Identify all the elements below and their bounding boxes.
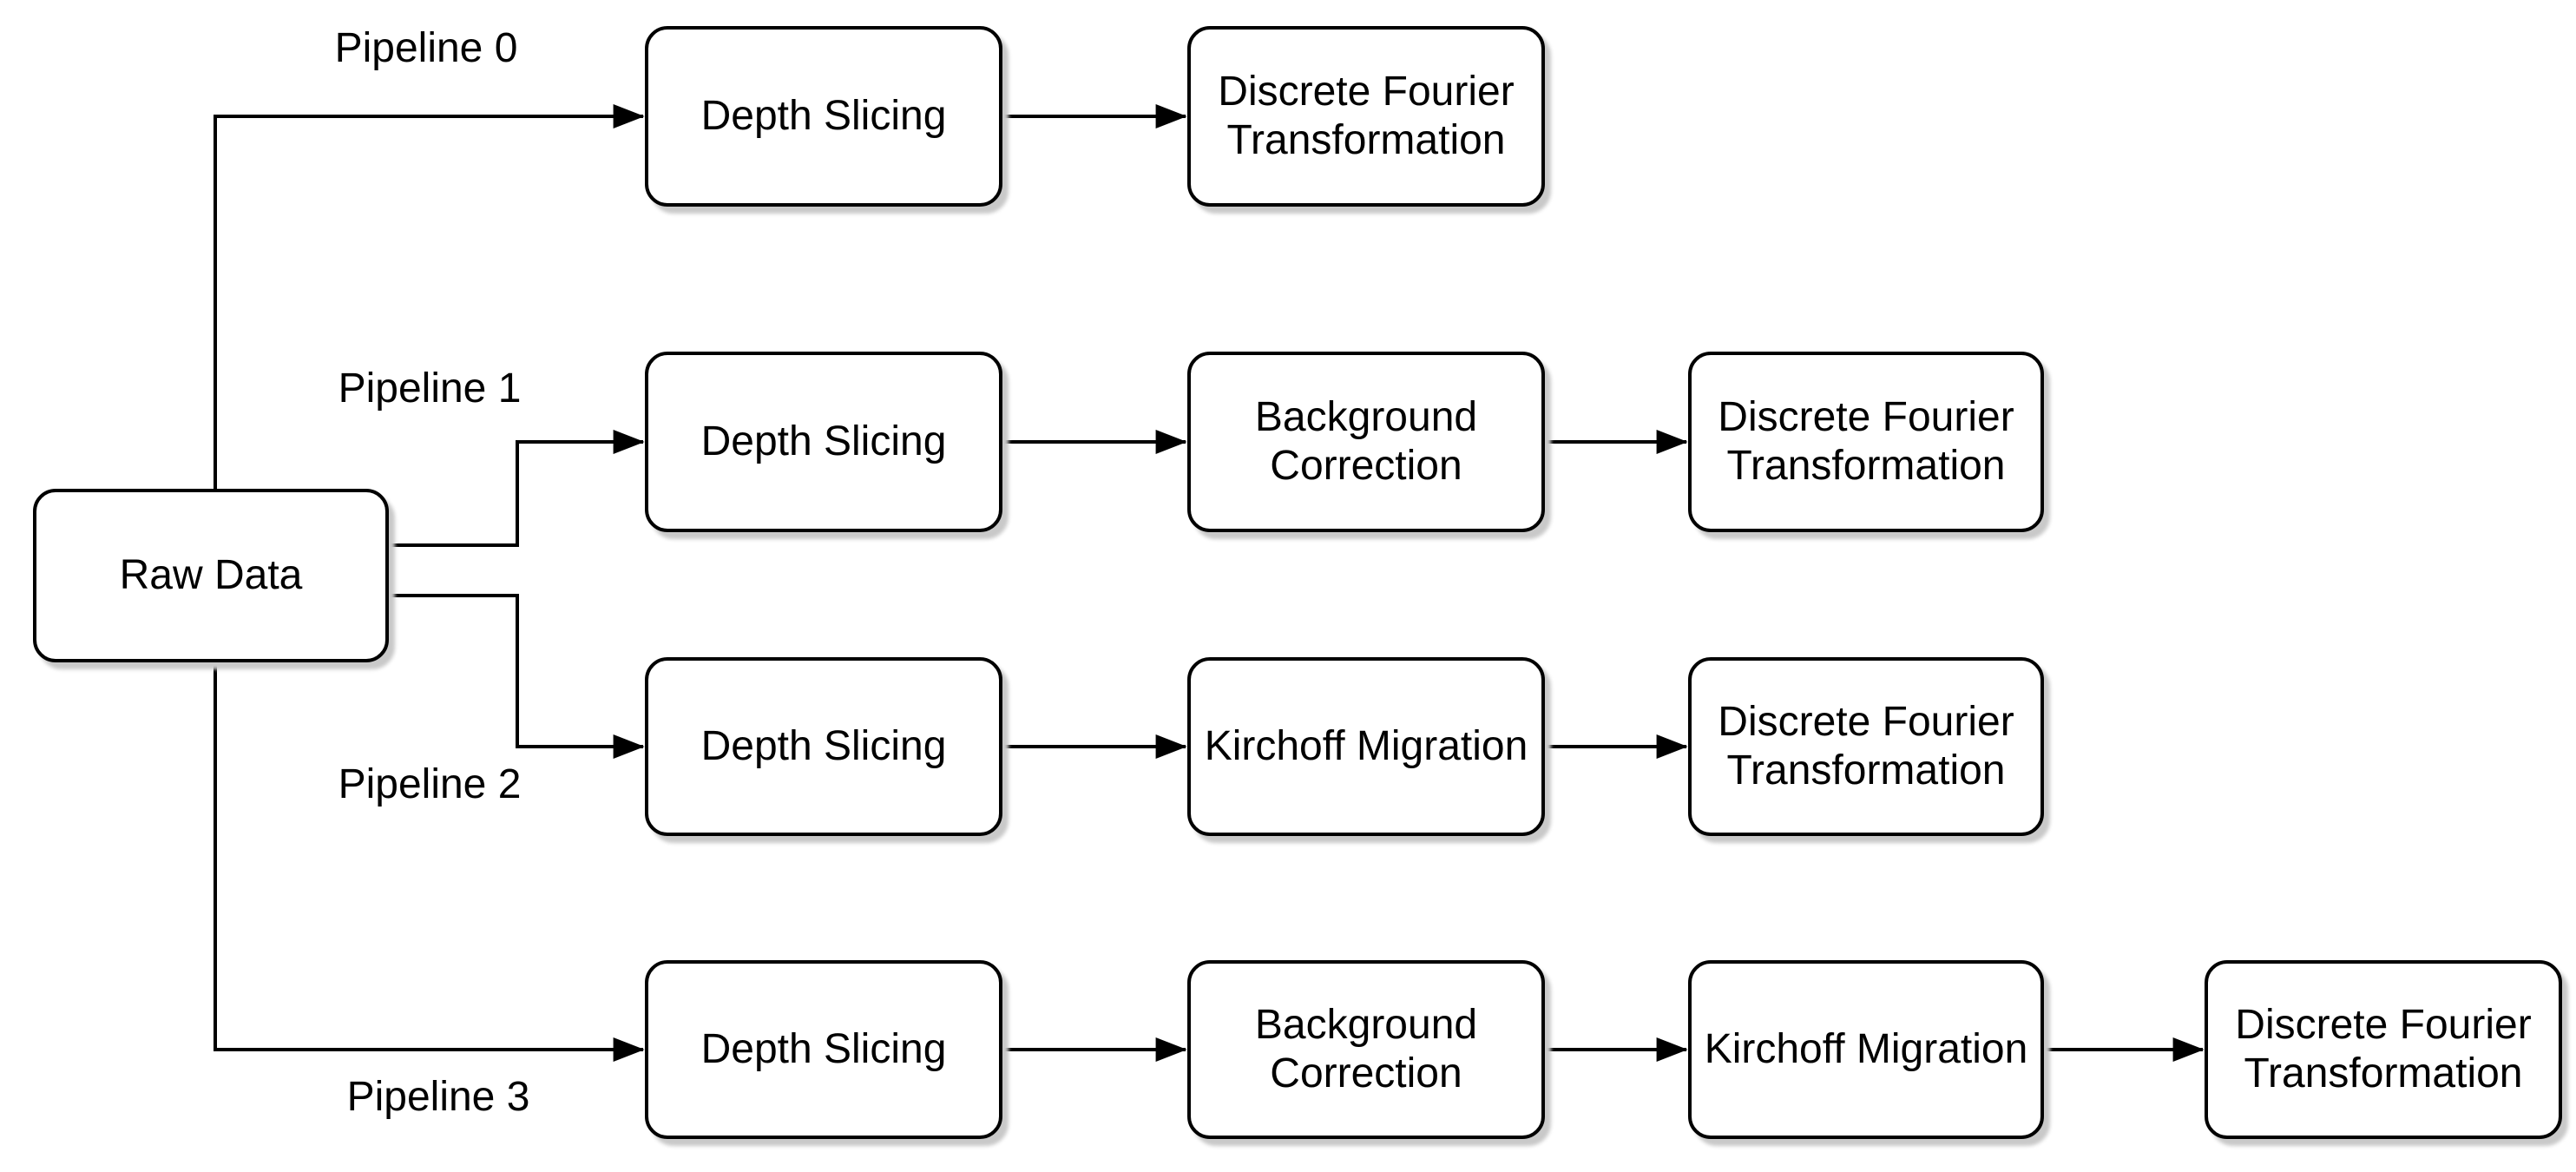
- pipeline-1-label: Pipeline 1: [338, 365, 522, 412]
- node-p0-discrete-fourier-transformation: Discrete Fourier Transformation: [1187, 26, 1545, 207]
- node-p3-background-correction: Background Correction: [1187, 960, 1545, 1139]
- node-p3-kirchoff-migration: Kirchoff Migration: [1688, 960, 2044, 1139]
- edge-rawdata-to-p3-depth-slicing: [214, 662, 645, 1062]
- node-p1-background-correction: Background Correction: [1187, 352, 1545, 532]
- node-p2-kirchoff-migration: Kirchoff Migration: [1187, 657, 1545, 836]
- node-raw-data: Raw Data: [33, 489, 389, 662]
- node-p0-depth-slicing: Depth Slicing: [645, 26, 1002, 207]
- edge-rawdata-to-p0-depth-slicing: [214, 104, 645, 491]
- pipeline-0-label: Pipeline 0: [334, 25, 518, 71]
- edge-rawdata-to-p1-depth-slicing: [391, 430, 645, 547]
- node-p2-depth-slicing: Depth Slicing: [645, 657, 1002, 836]
- node-p3-depth-slicing: Depth Slicing: [645, 960, 1002, 1139]
- pipeline-2-label: Pipeline 2: [338, 761, 522, 807]
- edge-rawdata-to-p2-depth-slicing: [391, 594, 645, 759]
- node-p2-discrete-fourier-transformation: Discrete Fourier Transformation: [1688, 657, 2044, 836]
- node-p1-discrete-fourier-transformation: Discrete Fourier Transformation: [1688, 352, 2044, 532]
- node-p1-depth-slicing: Depth Slicing: [645, 352, 1002, 532]
- pipeline-3-label: Pipeline 3: [346, 1074, 530, 1120]
- node-p3-discrete-fourier-transformation: Discrete Fourier Transformation: [2205, 960, 2562, 1139]
